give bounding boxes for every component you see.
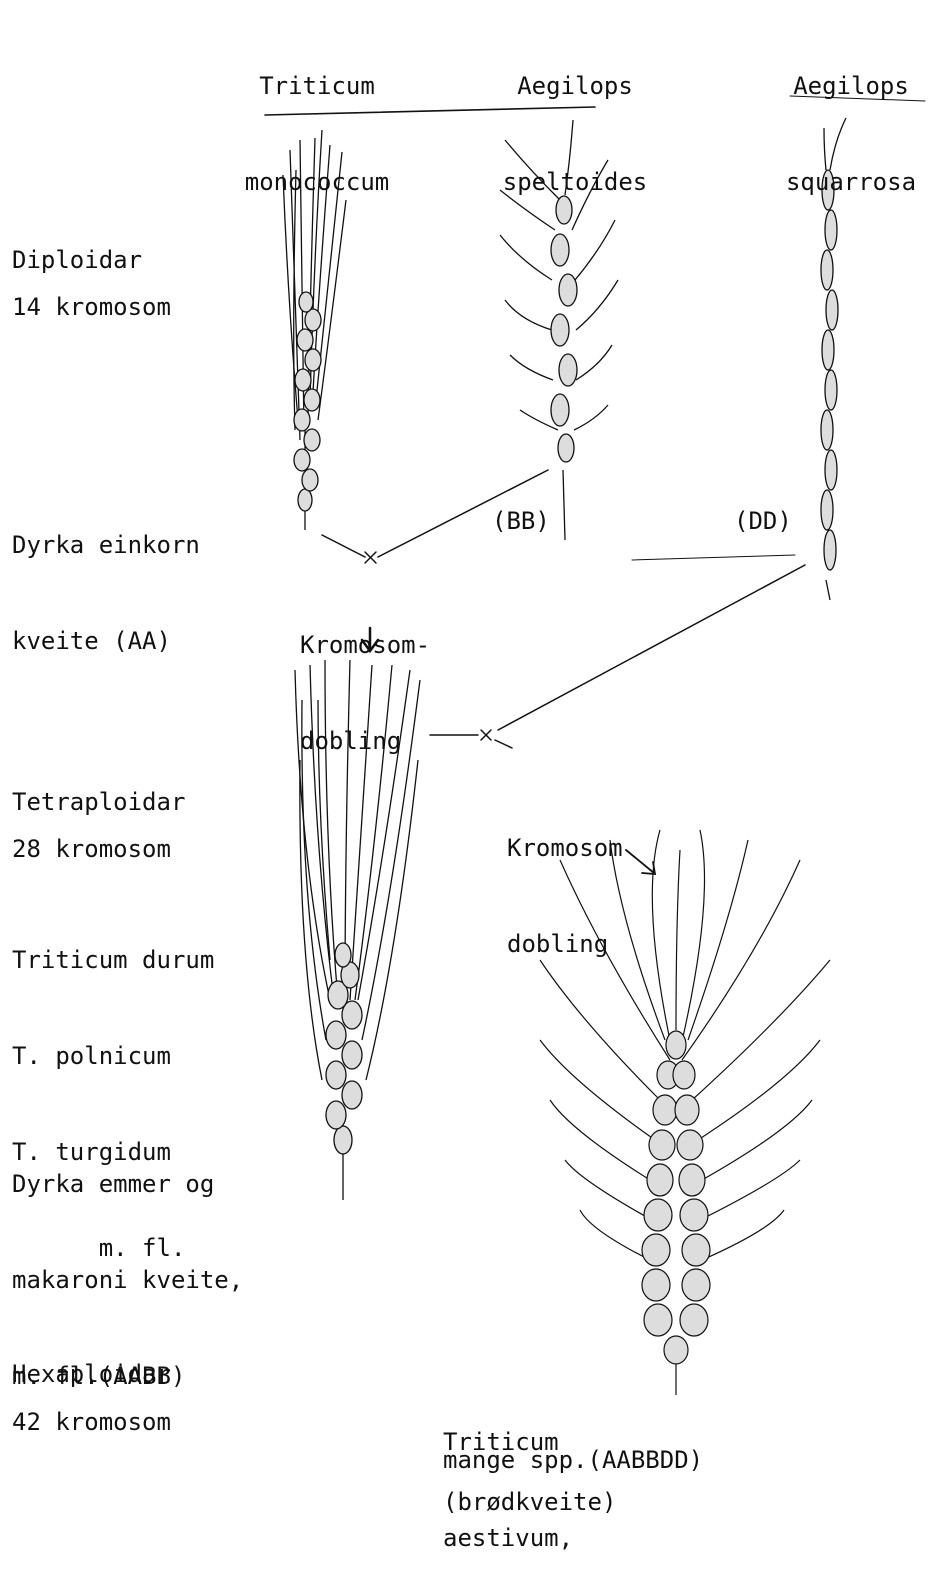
hexaploid-chromosomes: 42 kromosom [12, 1406, 171, 1438]
tetraploid-chromosomes: 28 kromosom [12, 833, 171, 865]
hexaploid-title: Hexaploidar [12, 1358, 171, 1390]
header-col1-line1: Triticum [232, 70, 402, 102]
genome-label-dd: (DD) [734, 505, 792, 537]
diploid-cultivated-line2: kveite (AA) [12, 625, 200, 657]
header-col1-line2: monococcum [232, 166, 402, 198]
diploid-title: Diploidar [12, 244, 142, 276]
d-rule [632, 555, 795, 560]
cross1-label-line2: dobling [300, 725, 430, 757]
cross-line-d [498, 565, 805, 730]
header-col3: Aegilops squarrosa [776, 6, 926, 230]
header-col2-line2: speltoides [490, 166, 660, 198]
diploid-chromosomes: 14 kromosom [12, 291, 171, 323]
cross-line-a [322, 535, 365, 557]
header-col3-line1: Aegilops [776, 70, 926, 102]
tetraploid-species-1: Triticum durum [12, 944, 214, 976]
tetraploid-cultivated-2: makaroni kveite, [12, 1264, 243, 1296]
tetraploid-title: Tetraploidar [12, 786, 185, 818]
hexaploid-note2: (brødkveite) [443, 1486, 616, 1518]
header-col1: Triticum monococcum [232, 6, 402, 230]
cross2-label: Kromosom dobling [507, 768, 623, 992]
cross2-label-line1: Kromosom [507, 832, 623, 864]
diploid-cultivated-line1: Dyrka einkorn [12, 529, 200, 561]
cross-mark [481, 730, 491, 740]
tetraploid-cultivated-1: Dyrka emmer og [12, 1168, 243, 1200]
cross2-label-line2: dobling [507, 928, 623, 960]
cross1-label-line1: Kromosom- [300, 629, 430, 661]
hexaploid-species-2: aestivum, [443, 1522, 573, 1554]
header-col2: Aegilops speltoides [490, 6, 660, 230]
header-col2-line1: Aegilops [490, 70, 660, 102]
down-arrow [626, 850, 655, 874]
genome-label-bb: (BB) [492, 505, 550, 537]
hexaploid-note1: mange spp.(AABBDD) [443, 1444, 703, 1476]
cross-mark [365, 552, 376, 563]
tetraploid-species-2: T. polnicum [12, 1040, 214, 1072]
diploid-cultivated: Dyrka einkorn kveite (AA) [12, 465, 200, 689]
header-col3-line2: squarrosa [776, 166, 926, 198]
cross-line-e [495, 740, 512, 748]
cross1-label: Kromosom- dobling [300, 565, 430, 789]
